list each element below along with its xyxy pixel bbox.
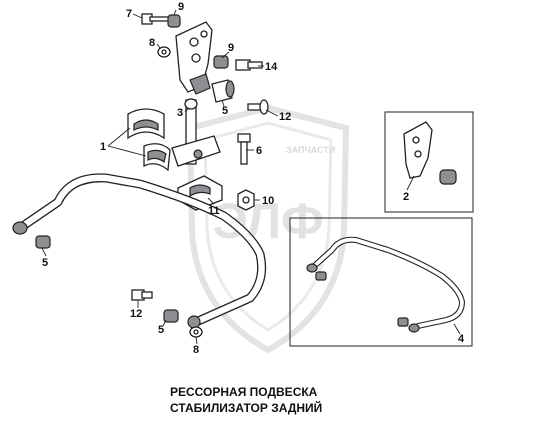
bolt-7 xyxy=(141,13,171,25)
cushion-1-lower xyxy=(143,143,171,172)
link-3 xyxy=(171,98,221,167)
callout-12-upper: 12 xyxy=(279,111,291,123)
callout-8-lower: 8 xyxy=(193,344,199,356)
washer-8-upper xyxy=(157,46,171,58)
callout-11: 11 xyxy=(208,205,220,217)
callout-3: 3 xyxy=(177,107,183,119)
watermark-brand: ЗАПЧАСТИ xyxy=(286,145,335,155)
stabilizer-bar-detail-4 xyxy=(306,236,465,333)
washer-8-lower xyxy=(189,326,203,338)
bracket-upper xyxy=(175,21,213,95)
cushion-1-upper xyxy=(127,108,165,140)
watermark-shield xyxy=(186,104,350,354)
callout-labels: 7 9 8 9 14 5 3 12 1 6 10 11 5 12 5 8 2 4 xyxy=(42,1,465,356)
bolt-6 xyxy=(237,133,251,165)
callout-9-upper: 9 xyxy=(178,1,184,13)
pin-12-lower xyxy=(131,289,153,301)
callout-4: 4 xyxy=(458,333,465,345)
callout-10: 10 xyxy=(262,195,274,207)
callout-5-left: 5 xyxy=(42,257,48,269)
bush-5-lower xyxy=(163,309,179,323)
callout-8-upper: 8 xyxy=(149,37,155,49)
callout-12-lower: 12 xyxy=(130,308,142,320)
leader-lines xyxy=(41,9,461,345)
bracket-detail-2 xyxy=(403,121,457,185)
callout-2: 2 xyxy=(403,191,409,203)
callout-1: 1 xyxy=(100,141,106,153)
bolt-14 xyxy=(235,59,263,71)
callout-6: 6 xyxy=(256,145,262,157)
callout-5-lower: 5 xyxy=(158,324,164,336)
detail-frame-2 xyxy=(384,111,474,213)
detail-frame-4 xyxy=(289,217,473,347)
callout-14: 14 xyxy=(265,61,278,73)
callout-9-right: 9 xyxy=(228,42,234,54)
watermark: ЗАПЧАСТИ ЭЛФ xyxy=(186,104,350,354)
nut-9-right xyxy=(213,55,229,69)
caption-line-2: СТАБИЛИЗАТОР ЗАДНИЙ xyxy=(170,400,322,415)
watermark-shield-inner xyxy=(203,121,333,332)
bush-5-upper xyxy=(211,79,235,103)
callout-7: 7 xyxy=(126,8,132,20)
bush-5-left xyxy=(35,235,51,249)
caption-line-1: РЕССОРНАЯ ПОДВЕСКА xyxy=(170,385,318,399)
callout-5-upper: 5 xyxy=(222,105,228,117)
nut-9-upper xyxy=(167,14,181,28)
nut-10 xyxy=(237,189,255,211)
